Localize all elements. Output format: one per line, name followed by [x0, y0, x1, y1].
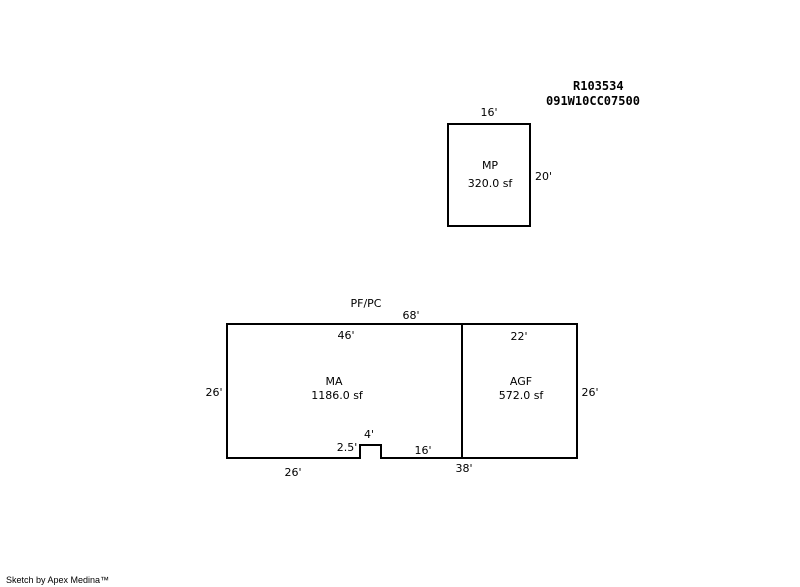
agf-right-dimension: 26'	[581, 386, 598, 399]
mp-area: 320.0 sf	[468, 177, 514, 190]
agf-top-dimension: 22'	[510, 330, 527, 343]
notch-width-dimension: 4'	[364, 428, 374, 441]
agf-outline	[462, 323, 578, 459]
mp-right-dimension: 20'	[535, 170, 552, 183]
ma-code: MA	[325, 375, 342, 388]
sketch-credit: Sketch by Apex Medina™	[6, 575, 109, 585]
agf-code: AGF	[510, 375, 532, 388]
map-tax-lot: 091W10CC07500	[546, 94, 640, 108]
overall-top-dimension: 68'	[402, 309, 419, 322]
mp-code: MP	[482, 159, 498, 172]
agf-area: 572.0 sf	[499, 389, 545, 402]
ma-bottom-right-dimension: 16'	[414, 444, 431, 457]
ma-top-dimension: 46'	[337, 329, 354, 342]
agf-bottom-dimension: 38'	[455, 462, 472, 475]
ma-outline	[226, 323, 463, 459]
ma-bottom-left-dimension: 26'	[284, 466, 301, 479]
notch-depth-dimension: 2.5'	[337, 441, 358, 454]
mp-top-dimension: 16'	[480, 106, 497, 119]
account-id: R103534	[573, 79, 624, 93]
ma-area: 1186.0 sf	[311, 389, 364, 402]
ma-left-dimension: 26'	[205, 386, 222, 399]
mp-outline	[447, 123, 531, 227]
pf-pc-label: PF/PC	[351, 297, 382, 310]
